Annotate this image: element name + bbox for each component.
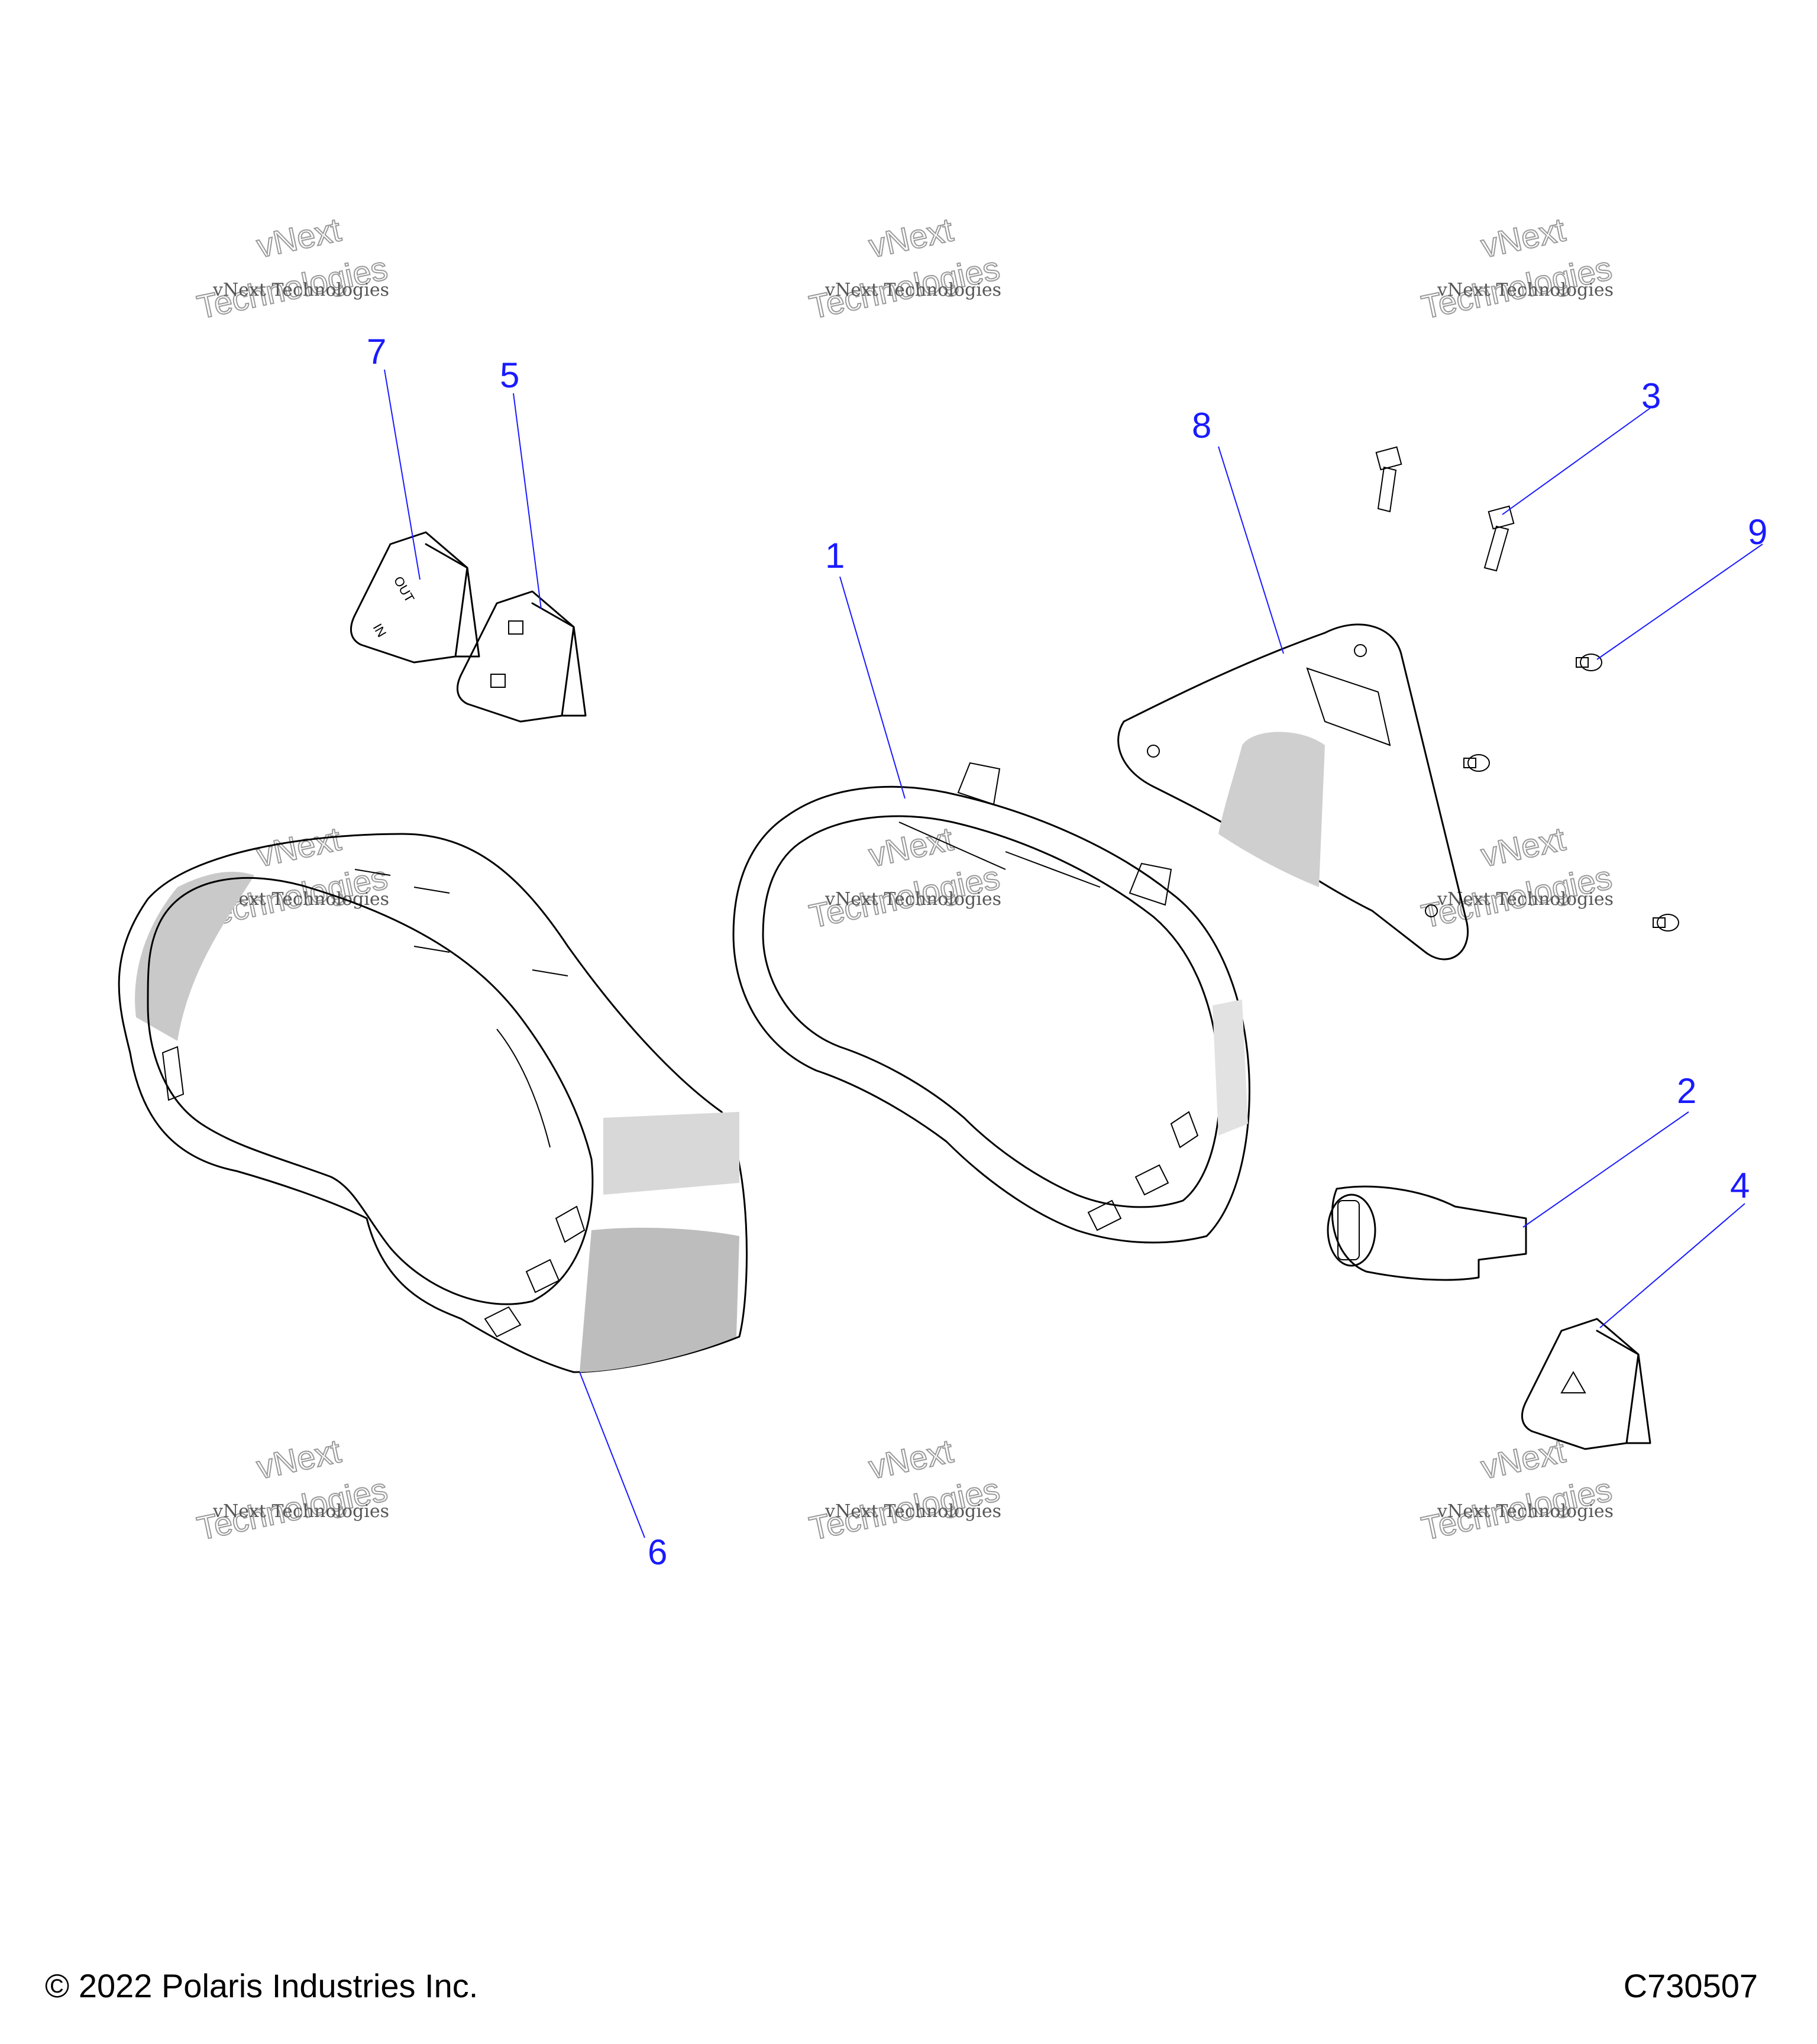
svg-text:OUT: OUT [391, 574, 418, 605]
svg-text:vNext Technologies: vNext Technologies [1437, 1501, 1614, 1522]
callout-6: 6 [648, 1532, 667, 1572]
callout-7: 7 [367, 332, 386, 371]
watermarks: vNext Technologies vNext Technologies vN… [193, 210, 1616, 1548]
svg-text:vNext: vNext [1477, 1432, 1569, 1486]
watermark: vNext Technologies vNext Technologies [193, 1431, 392, 1548]
svg-text:vNext Technologies: vNext Technologies [825, 280, 1001, 300]
svg-text:vNext: vNext [865, 1432, 956, 1486]
svg-text:vNext Technologies: vNext Technologies [212, 1501, 389, 1522]
callout-2: 2 [1677, 1071, 1696, 1111]
watermark: vNext Technologies vNext Technologies [1418, 819, 1616, 936]
watermark: vNext Technologies vNext Technologies [1418, 210, 1616, 326]
callout-8: 8 [1192, 406, 1211, 445]
watermark: vNext Technologies vNext Technologies [1418, 1431, 1616, 1548]
callout-4: 4 [1730, 1166, 1750, 1205]
leader-lines [384, 369, 1763, 1538]
callout-3: 3 [1641, 376, 1661, 416]
copyright-text: © 2022 Polaris Industries Inc. [45, 1967, 479, 2004]
svg-text:vNext: vNext [253, 1432, 344, 1486]
part-3-screws [1375, 446, 1515, 572]
screw [1375, 446, 1402, 513]
part-5-rocker-switch [456, 590, 587, 723]
svg-text:vNext Technologies: vNext Technologies [825, 1501, 1001, 1522]
watermark: vNext Technologies vNext Technologies [193, 210, 392, 326]
svg-text:IN: IN [370, 621, 390, 640]
screw [1483, 505, 1515, 572]
callout-1: 1 [825, 536, 845, 575]
callout-9: 9 [1748, 512, 1767, 552]
watermark: vNext Technologies vNext Technologies [806, 210, 1004, 326]
svg-text:vNext Technologies: vNext Technologies [1437, 889, 1614, 910]
svg-text:vNext Technologies: vNext Technologies [825, 889, 1001, 910]
part-8-bracket [1117, 623, 1469, 960]
part-6-instrument-hood [118, 833, 748, 1373]
svg-text:vNext: vNext [1477, 211, 1569, 264]
watermark: vNext Technologies vNext Technologies [806, 1431, 1004, 1548]
watermark: vNext Technologies vNext Technologies [806, 819, 1004, 936]
svg-text:vNext: vNext [253, 211, 344, 264]
svg-text:vNext Technologies: vNext Technologies [1437, 280, 1614, 300]
svg-text:vNext: vNext [1477, 820, 1569, 874]
part-4-hazard-switch [1521, 1318, 1651, 1450]
callout-5: 5 [500, 355, 519, 395]
svg-text:vNext Technologies: vNext Technologies [212, 280, 389, 300]
drawing-id: C730507 [1623, 1967, 1758, 2004]
callouts: 1 2 3 4 5 6 7 8 9 [367, 332, 1767, 1572]
part-9-push-pins [1463, 654, 1679, 932]
part-2-key-switch [1327, 1185, 1527, 1281]
part-1-instrument-cluster [732, 762, 1250, 1244]
svg-text:vNext: vNext [865, 211, 956, 264]
